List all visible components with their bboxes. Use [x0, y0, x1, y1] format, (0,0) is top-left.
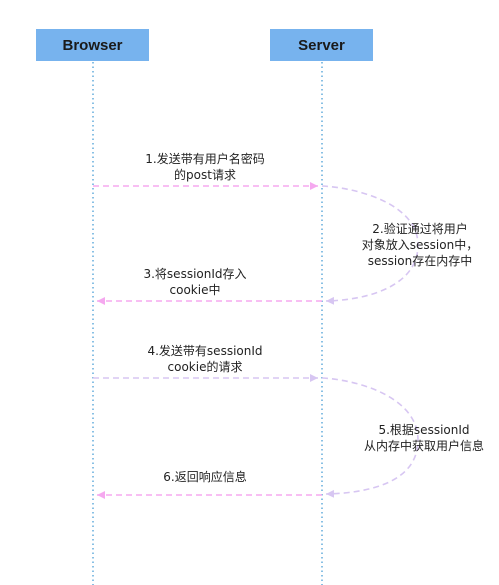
participant-browser: Browser — [36, 29, 149, 61]
message-2-line-3: session存在内存中 — [367, 254, 473, 268]
message-5-line-2: 从内存中获取用户信息 — [363, 439, 484, 453]
message-1-line-2: 的post请求 — [174, 168, 236, 182]
message-4-label: 4.发送带有sessionId cookie的请求 — [130, 343, 280, 375]
participant-server: Server — [270, 29, 373, 61]
message-6-label: 6.返回响应信息 — [150, 469, 260, 485]
message-2-line-1: 2.验证通过将用户 — [372, 222, 468, 236]
message-1-label: 1.发送带有用户名密码 的post请求 — [130, 151, 280, 183]
message-2-label: 2.验证通过将用户 对象放入session中， session存在内存中 — [355, 221, 485, 269]
message-4-line-2: cookie的请求 — [167, 360, 243, 374]
message-6-line-1: 6.返回响应信息 — [163, 470, 247, 484]
message-4-line-1: 4.发送带有sessionId — [147, 344, 263, 358]
message-3-line-2: cookie中 — [169, 283, 221, 297]
participant-browser-label: Browser — [62, 36, 123, 54]
message-5-line-1: 5.根据sessionId — [378, 423, 470, 437]
message-2-line-2: 对象放入session中， — [361, 238, 479, 252]
message-3-line-1: 3.将sessionId存入 — [143, 267, 247, 281]
message-1-line-1: 1.发送带有用户名密码 — [145, 152, 265, 166]
arrow-5-self — [321, 377, 419, 498]
message-5-label: 5.根据sessionId 从内存中获取用户信息 — [354, 422, 494, 454]
message-3-label: 3.将sessionId存入 cookie中 — [130, 266, 260, 298]
arrow-2-self — [321, 185, 419, 305]
participant-server-label: Server — [298, 36, 345, 54]
